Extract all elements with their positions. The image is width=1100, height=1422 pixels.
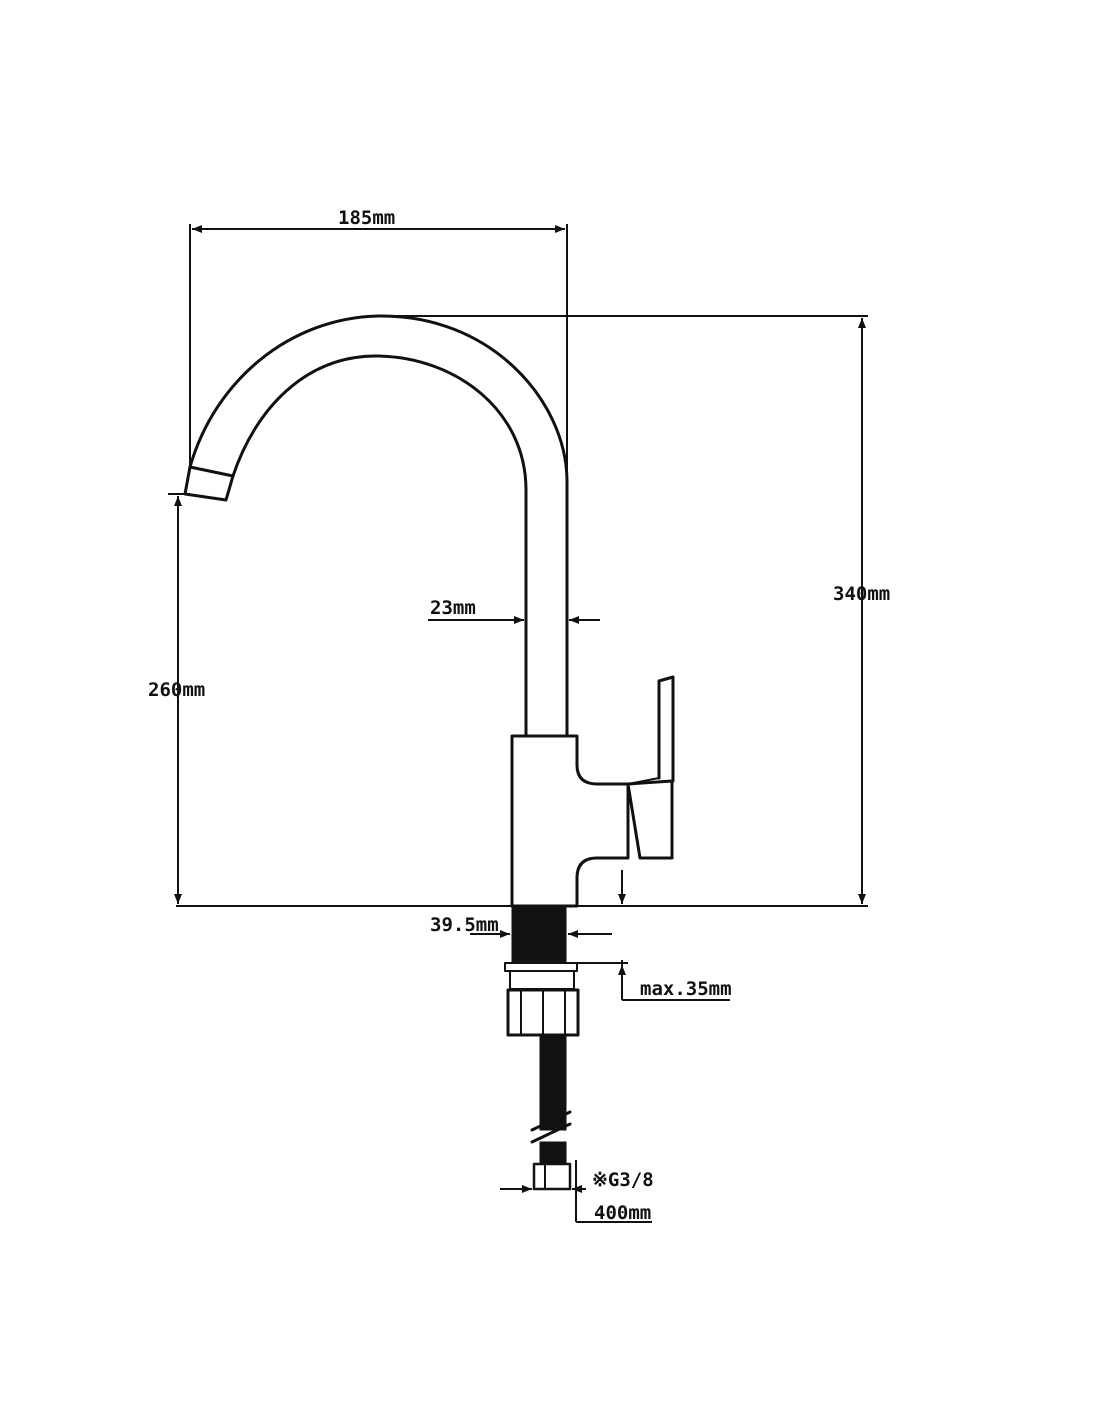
spout-outer-curve [188,314,569,738]
mounting-nut [506,988,580,1037]
faucet-outline [183,314,675,1191]
spout-tip [183,465,235,502]
spout-inner-curve [231,354,528,738]
dimension-labels: 185mm 340mm 260mm 23mm 39.5mm max.35mm ※… [148,207,890,1224]
lever-detail-2 [627,777,660,785]
mounting-washer [504,962,578,972]
reach-label: 185mm [338,207,395,229]
hose-break-mark-1 [530,1110,572,1132]
hose-break-mark-2 [530,1122,572,1144]
spout-height-label: 260mm [148,679,205,701]
deck-thickness-label: max.35mm [640,978,732,1000]
lever-detail [627,783,641,859]
hose-thread-label: ※G3/8 [592,1169,654,1191]
mounting-washer-2 [509,970,575,990]
hose-length-label: 400mm [594,1202,651,1224]
flex-hose-lower [539,1141,567,1165]
base-diameter-label: 39.5mm [430,914,499,936]
faucet-body [510,734,630,908]
dimension-lines [168,224,868,1223]
total-height-label: 340mm [833,583,890,605]
hose-fitting [532,1162,572,1191]
lever-handle [657,675,675,783]
flex-hose [539,1034,567,1131]
pipe-diameter-label: 23mm [430,597,476,619]
mounting-shank [511,905,567,963]
